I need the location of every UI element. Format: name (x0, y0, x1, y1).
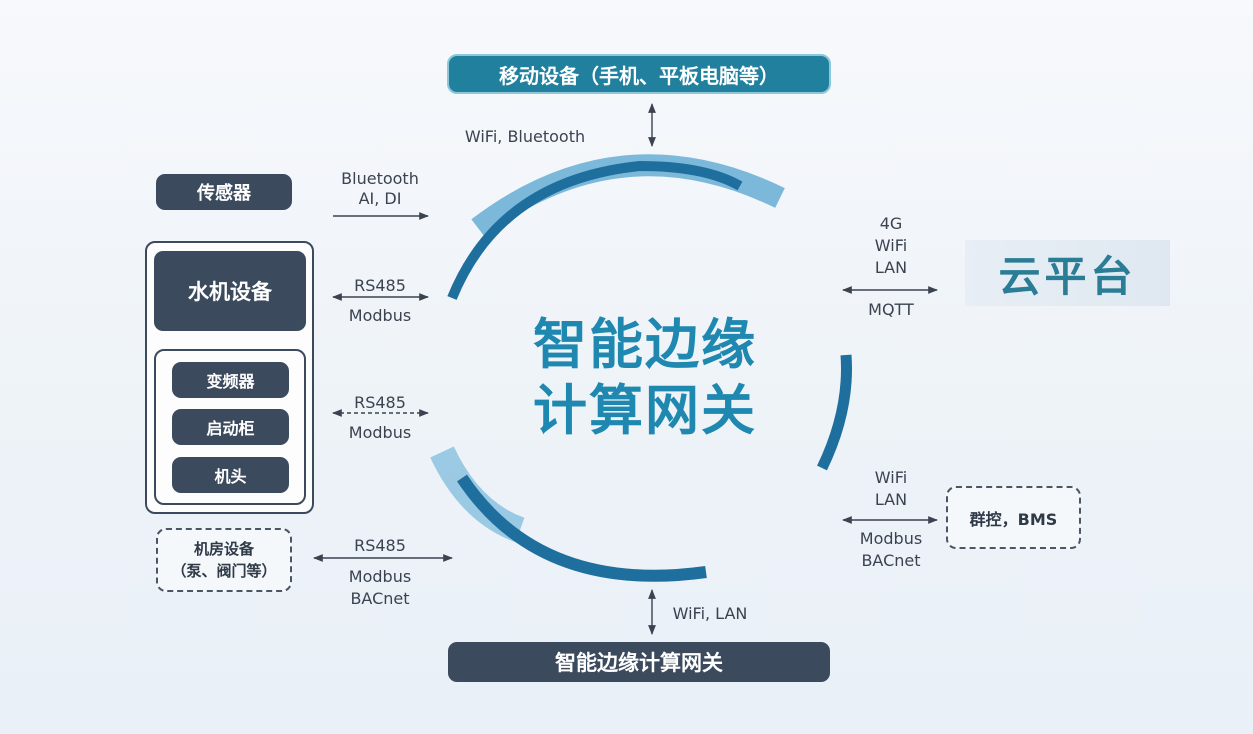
arc-right (817, 354, 852, 471)
link-sub-line-1: RS485 (354, 393, 406, 412)
sub-device-starter: 启动柜 (172, 409, 289, 445)
link-room-line-2: Modbus (348, 567, 412, 586)
sub-device-vfd-label: 变频器 (206, 372, 255, 391)
link-top-label: WiFi, Bluetooth (464, 127, 586, 146)
sub-device-starter-label: 启动柜 (206, 419, 255, 438)
center-title-line-1: 智能边缘 (533, 313, 757, 376)
gateway-bottom-node: 智能边缘计算网关 (448, 642, 830, 682)
sensor-node: 传感器 (156, 174, 292, 210)
link-water-line-2: Modbus (348, 306, 412, 325)
link-bms-line-4: BACnet (861, 551, 921, 570)
arc-bottom-dark (457, 474, 707, 582)
link-sensor-label: Bluetooth AI, DI (330, 169, 430, 209)
link-cloud-line-3: LAN (874, 258, 908, 277)
water-unit-node: 水机设备 (154, 251, 306, 331)
water-unit-label: 水机设备 (188, 280, 272, 304)
bms-node: 群控，BMS (946, 486, 1081, 549)
link-room-line-1: RS485 (354, 536, 406, 555)
link-cloud-top-label: 4G WiFi LAN (841, 213, 941, 279)
sub-device-group (154, 349, 306, 505)
sub-device-head: 机头 (172, 457, 289, 493)
cloud-platform: 云平台 (965, 240, 1170, 306)
arc-top-dark (447, 160, 743, 300)
link-bms-line-3: Modbus (859, 529, 923, 548)
cloud-platform-label: 云平台 (998, 251, 1137, 301)
link-bottom-label: WiFi, LAN (672, 604, 748, 623)
arc-top-light (471, 154, 785, 237)
link-room-line-3: BACnet (350, 589, 410, 608)
link-bms-line-2: LAN (874, 490, 908, 509)
link-bms-bottom-label: Modbus BACnet (841, 528, 941, 572)
sub-device-vfd: 变频器 (172, 362, 289, 398)
sub-device-head-label: 机头 (214, 467, 247, 486)
link-bms-label: WiFi LAN (841, 467, 941, 511)
link-room-label: RS485 Modbus BACnet (330, 535, 430, 610)
machine-room-line-2: （泵、阀门等） (171, 562, 277, 580)
arc-bottom-light (430, 446, 525, 543)
sensor-label: 传感器 (197, 183, 251, 204)
link-cloud-bottom-label: MQTT (868, 300, 914, 319)
mobile-device-node: 移动设备（手机、平板电脑等） (447, 54, 831, 94)
machine-room-line-1: 机房设备 (193, 540, 254, 558)
bms-label: 群控，BMS (969, 509, 1058, 529)
link-water-line-1: RS485 (354, 276, 406, 295)
center-title-line-2: 计算网关 (533, 379, 757, 442)
link-water-label: RS485 Modbus (330, 271, 430, 331)
link-sensor-line-2: AI, DI (358, 189, 402, 208)
link-sub-label: RS485 Modbus (330, 388, 430, 448)
center-title: 智能边缘 计算网关 (480, 312, 810, 444)
link-sub-line-2: Modbus (348, 423, 412, 442)
link-bms-line-1: WiFi (874, 468, 908, 487)
machine-room-node: 机房设备 （泵、阀门等） (156, 528, 292, 592)
gateway-bottom-label: 智能边缘计算网关 (555, 651, 723, 675)
link-cloud-line-2: WiFi (874, 236, 908, 255)
link-sensor-line-1: Bluetooth (341, 169, 419, 188)
mobile-device-label: 移动设备（手机、平板电脑等） (499, 63, 779, 88)
link-cloud-line-1: 4G (879, 214, 903, 233)
